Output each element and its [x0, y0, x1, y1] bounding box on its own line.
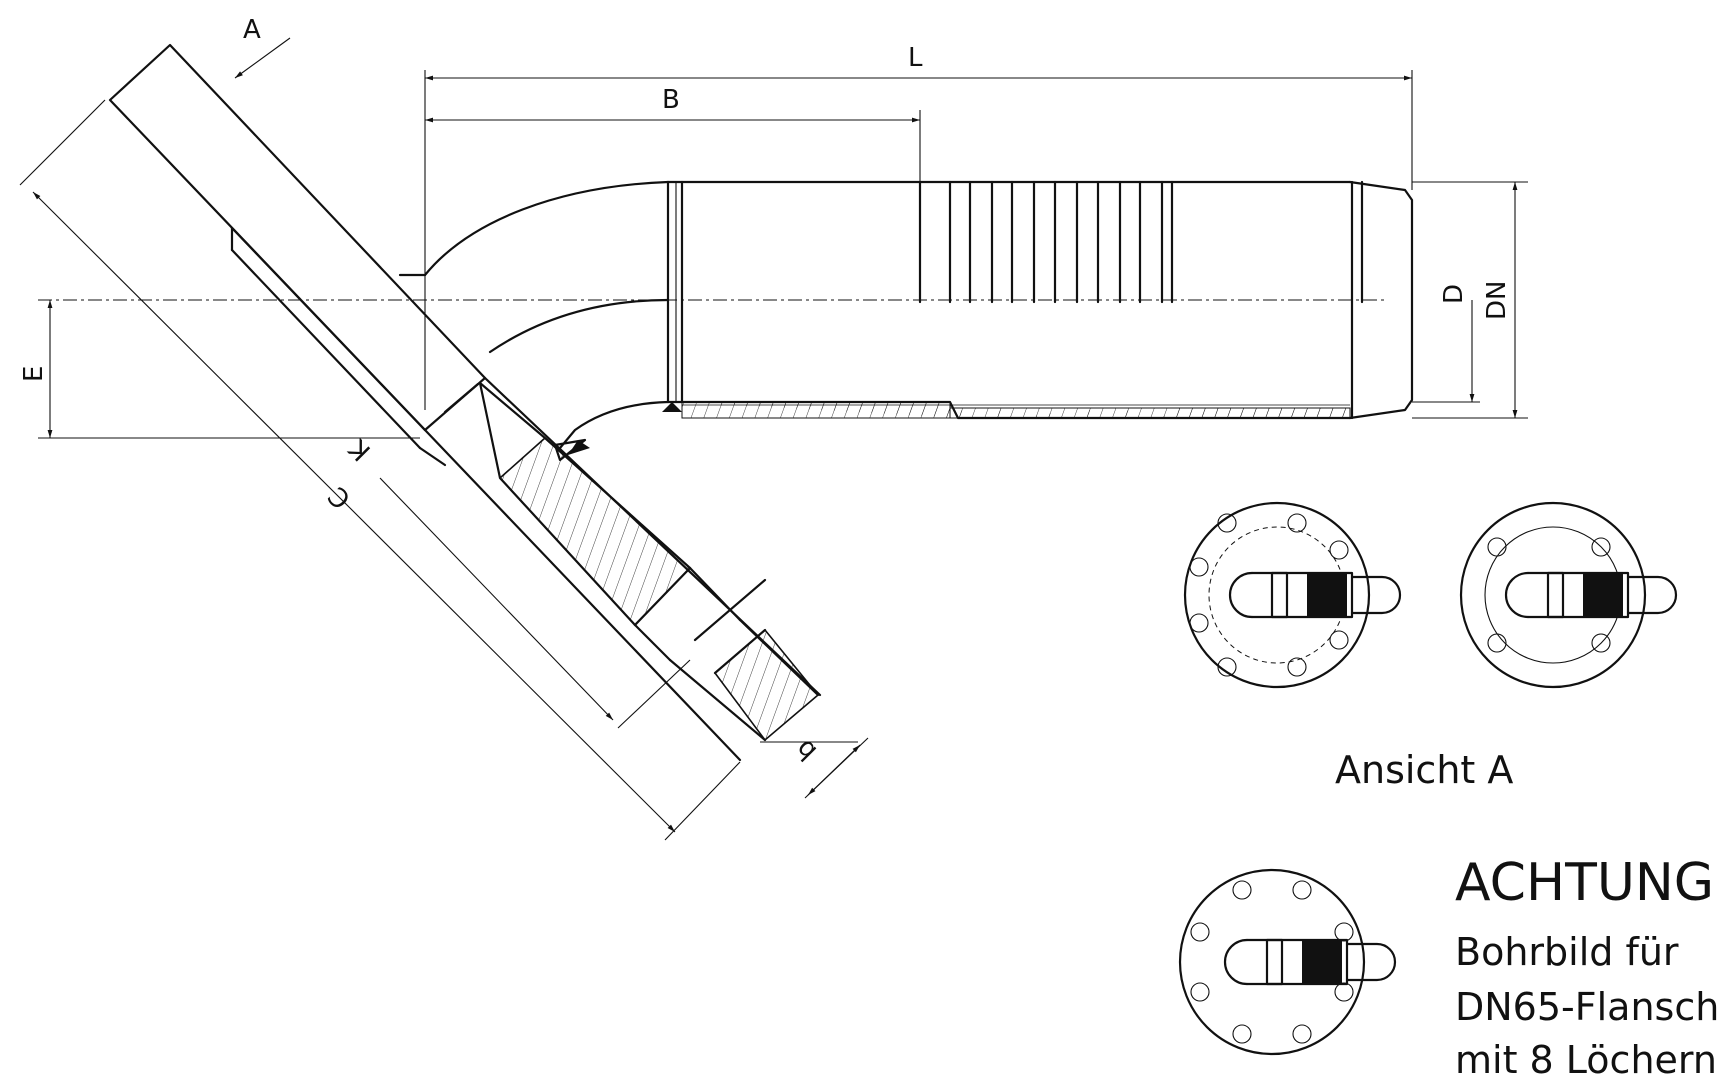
label-B: B: [662, 85, 680, 115]
label-L: L: [908, 43, 923, 73]
view-a-flange-4-holes: [1459, 501, 1678, 689]
warning-line-1: Bohrbild für: [1455, 930, 1679, 974]
warning-title: ACHTUNG !: [1455, 853, 1734, 913]
warning-line-2: DN65-Flansch: [1455, 985, 1719, 1029]
label-A: A: [243, 15, 261, 45]
label-DN: DN: [1482, 281, 1512, 320]
hose-barb-pipe: [666, 180, 1414, 420]
dimensions: [19, 37, 1528, 841]
dimension-labels: A L B D DN E K C b: [19, 15, 1512, 766]
label-K: K: [343, 432, 377, 466]
label-b: b: [790, 733, 823, 766]
warning-line-3: mit 8 Löchern: [1455, 1038, 1717, 1080]
view-caption: Ansicht A: [1335, 748, 1513, 792]
warning-note: ACHTUNG ! Bohrbild für DN65-Flansch mit …: [1455, 853, 1734, 1080]
label-E: E: [19, 366, 49, 382]
hose-ribs: [918, 180, 1364, 304]
label-D: D: [1439, 284, 1469, 304]
dn65-flange-detail: [1178, 868, 1397, 1056]
view-a-flange-8-holes: [1183, 501, 1402, 689]
